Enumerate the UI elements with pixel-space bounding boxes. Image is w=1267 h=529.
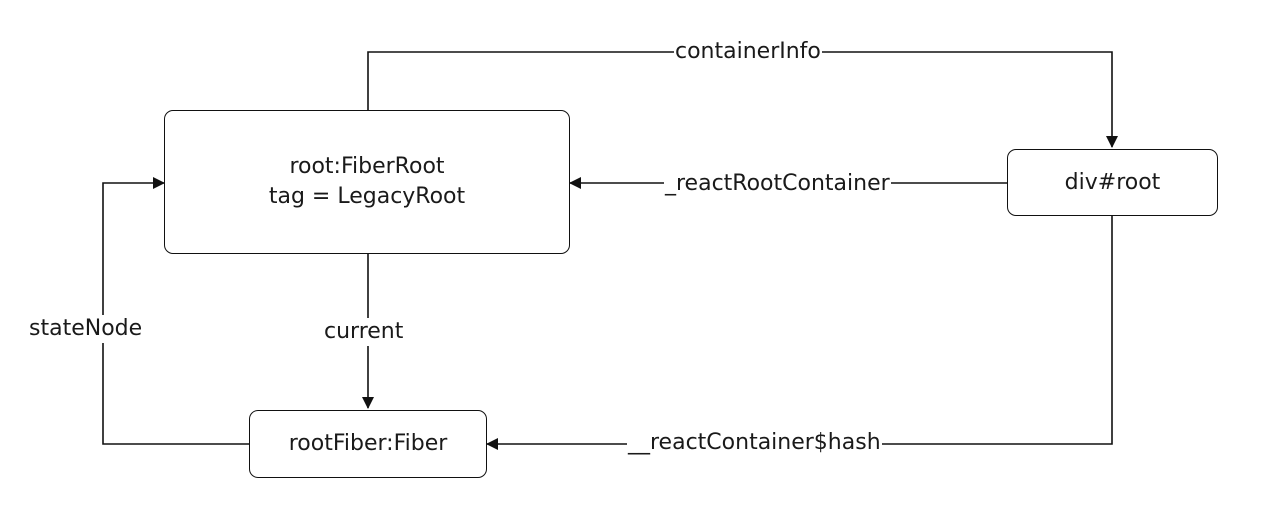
edge-state-node bbox=[102, 177, 249, 445]
node-div-root-label: div#root bbox=[1064, 169, 1161, 195]
edge-react-container-hash bbox=[486, 216, 1113, 450]
node-fiber-root-line1: root:FiberRoot bbox=[289, 154, 445, 179]
node-fiber-root: root:FiberRoot tag = LegacyRoot bbox=[164, 110, 570, 254]
label-react-root-container: _reactRootContainer bbox=[664, 170, 891, 198]
node-div-root: div#root bbox=[1007, 149, 1218, 216]
label-current: current bbox=[323, 318, 405, 346]
node-root-fiber: rootFiber:Fiber bbox=[249, 410, 487, 478]
label-react-container-hash: __reactContainer$hash bbox=[627, 429, 882, 457]
node-root-fiber-label: rootFiber:Fiber bbox=[288, 431, 448, 456]
label-state-node: stateNode bbox=[28, 315, 144, 343]
label-container-info: containerInfo bbox=[674, 38, 822, 66]
node-fiber-root-line2: tag = LegacyRoot bbox=[268, 184, 466, 209]
